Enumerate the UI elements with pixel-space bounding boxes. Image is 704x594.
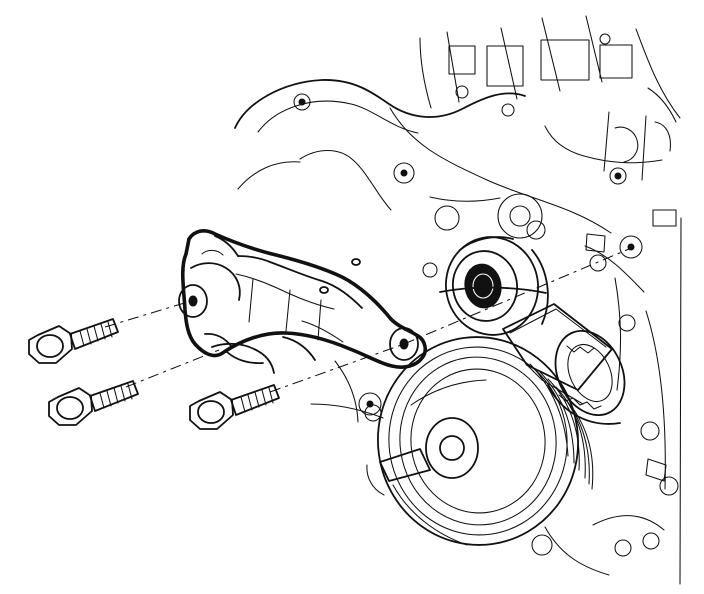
alignment-lines bbox=[104, 248, 630, 393]
engine-block bbox=[234, 15, 682, 585]
bolts bbox=[28, 318, 280, 430]
upper-pulley-assembly bbox=[439, 236, 626, 425]
crank-pulley bbox=[366, 336, 594, 546]
bolt-top bbox=[28, 318, 119, 364]
bracket bbox=[178, 229, 428, 374]
engine-fasteners bbox=[364, 33, 677, 550]
bolt-middle bbox=[48, 380, 139, 426]
bolt-lower bbox=[189, 384, 280, 430]
